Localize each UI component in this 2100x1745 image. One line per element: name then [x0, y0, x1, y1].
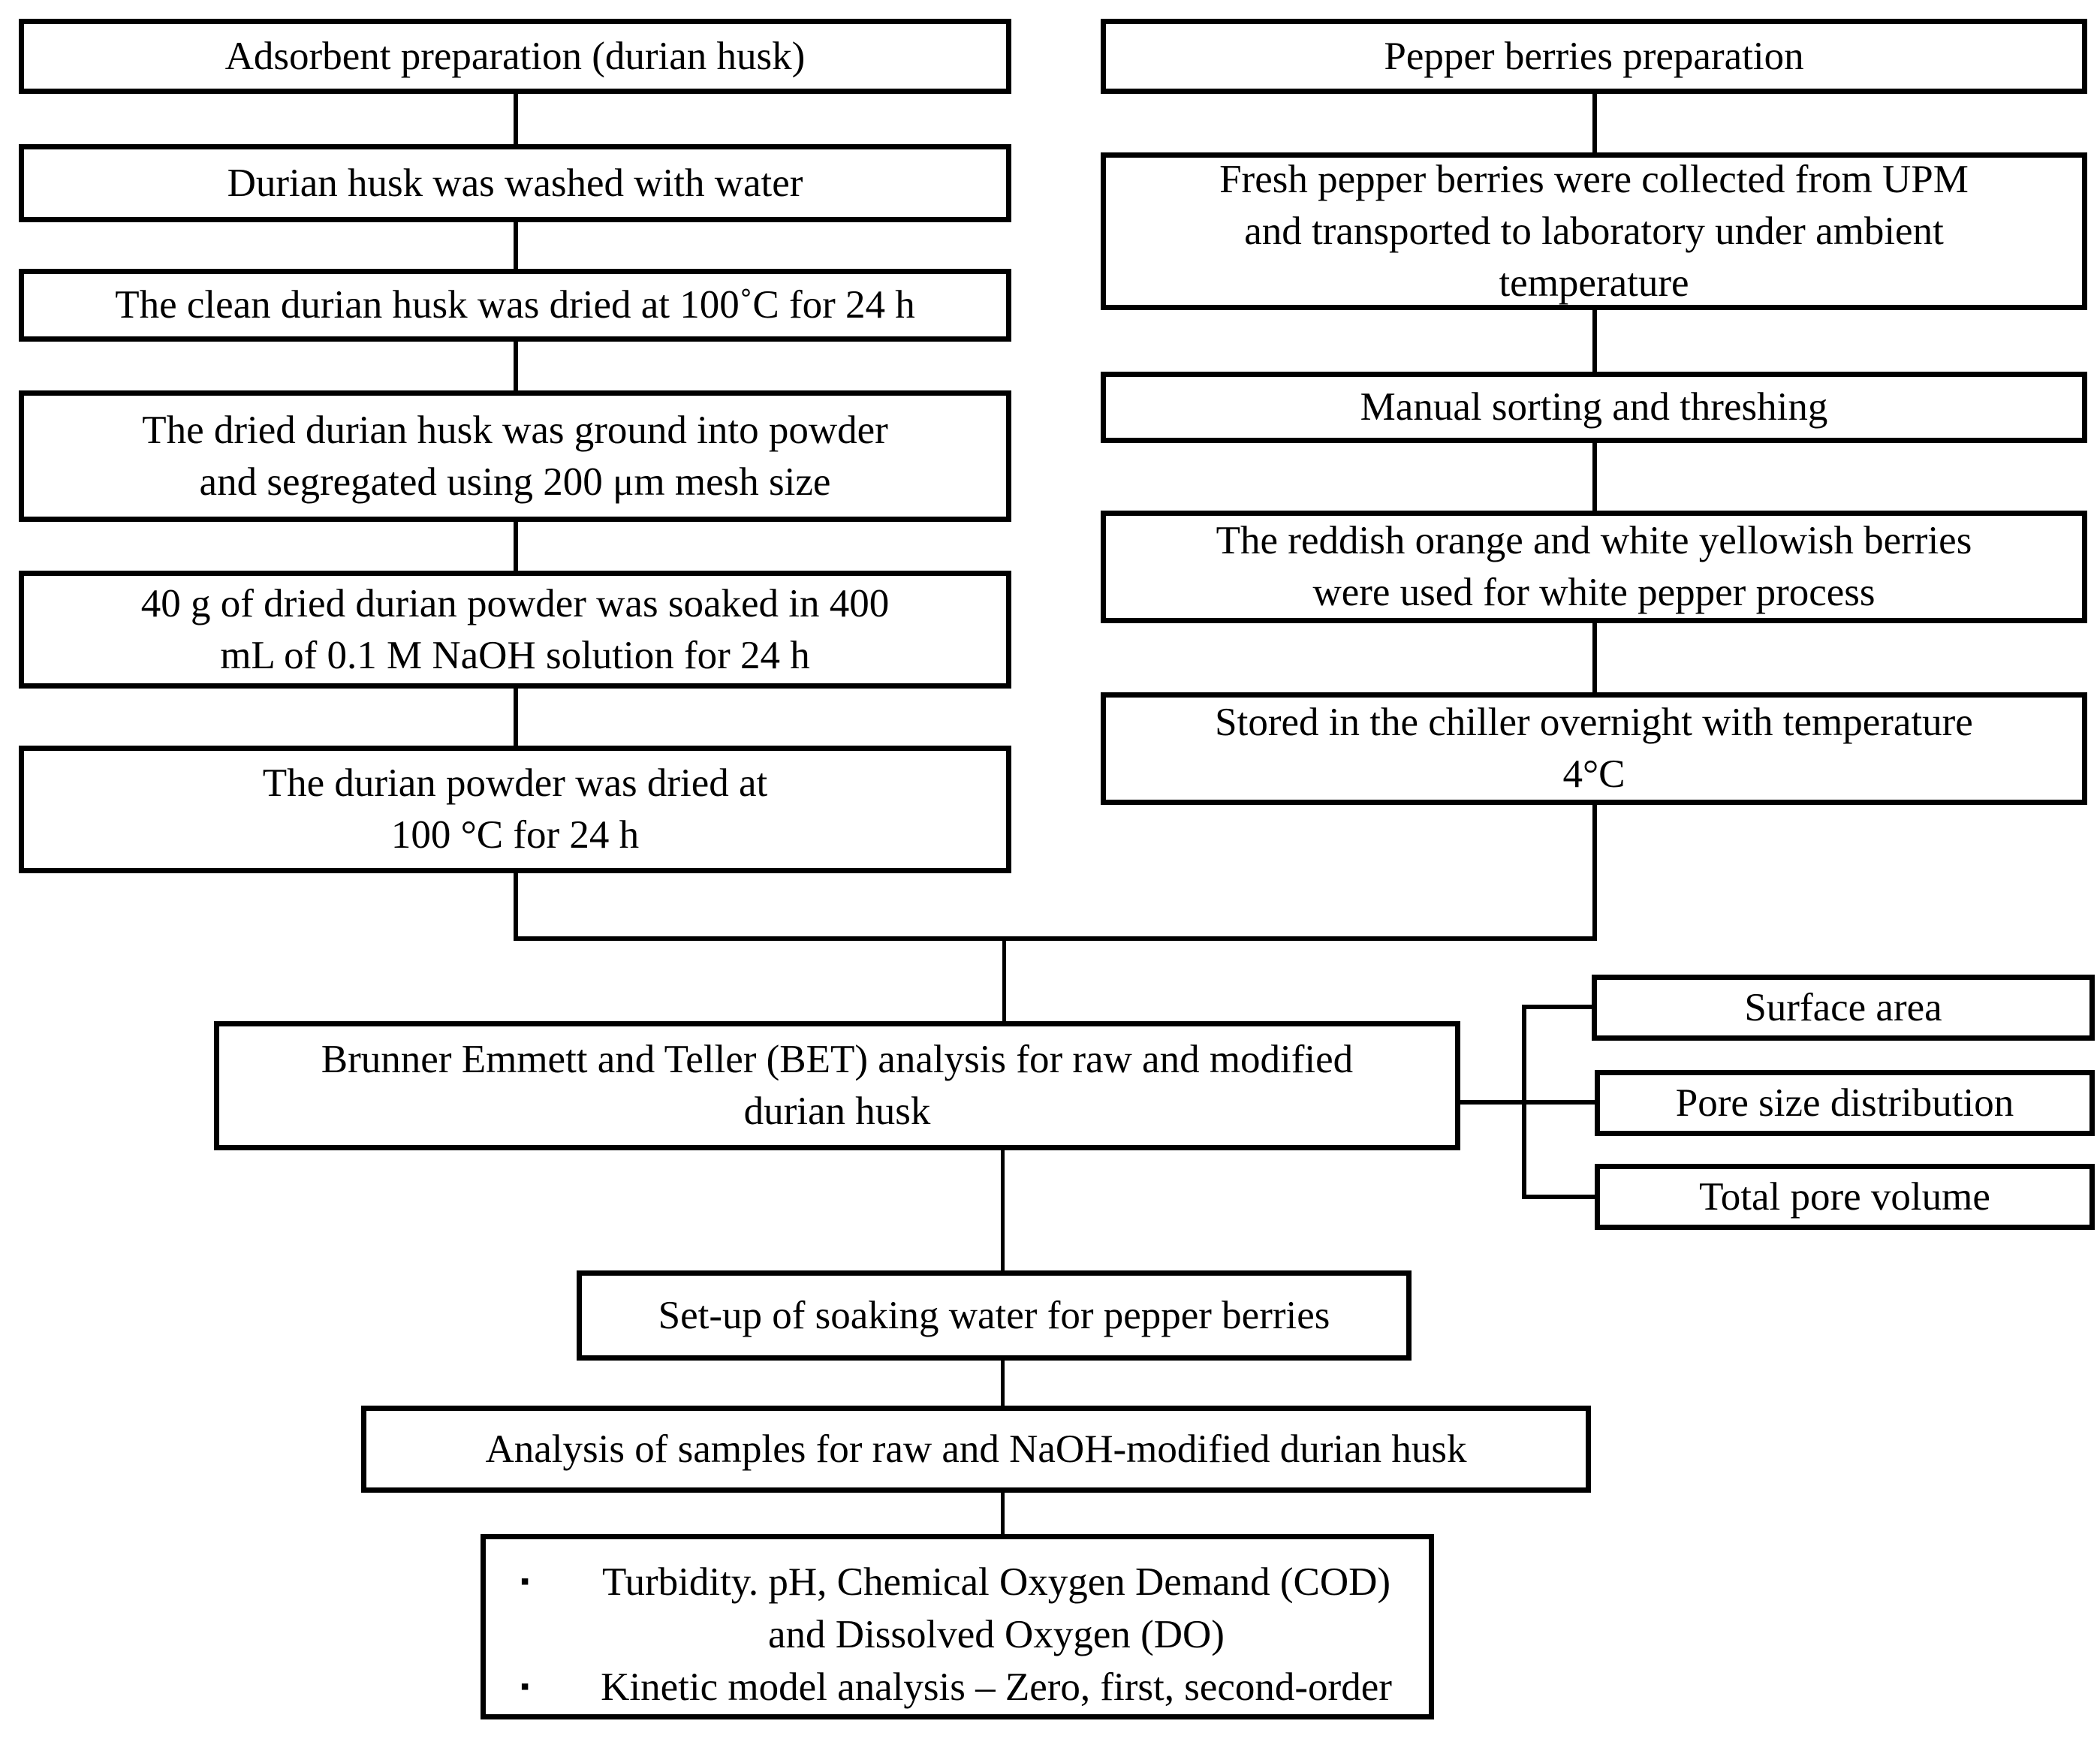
box-powder-dried: The durian powder was dried at 100 °C fo… [19, 746, 1011, 873]
box-surface-area: Surface area [1592, 975, 2095, 1041]
box-stored-chiller: Stored in the chiller overnight with tem… [1101, 692, 2087, 805]
bullet-square-icon: ▪ [520, 1673, 530, 1701]
connector-l2-l3 [514, 222, 518, 269]
box-berries-selected: The reddish orange and white yellowish b… [1101, 511, 2087, 623]
box-label: Pepper berries preparation [1384, 34, 1804, 78]
connector-bet-to-bracket [1460, 1100, 1595, 1105]
connector-bracket-vertical [1522, 1005, 1526, 1199]
connector-r2-r3 [1592, 310, 1597, 372]
box-label: Manual sorting and threshing [1360, 385, 1828, 429]
box-pore-size: Pore size distribution [1595, 1070, 2095, 1136]
connector-merge-to-bet [1002, 941, 1006, 1021]
box-label: Durian husk was washed with water [227, 161, 803, 205]
box-label: Fresh pepper berries were collected from… [1219, 157, 1969, 305]
box-label: Total pore volume [1699, 1174, 1990, 1219]
box-label: The durian powder was dried at 100 °C fo… [262, 761, 768, 857]
box-label: Pore size distribution [1675, 1080, 2014, 1125]
box-label: 40 g of dried durian powder was soaked i… [140, 581, 890, 677]
connector-merge-horizontal [514, 936, 1597, 941]
box-soaking-setup: Set-up of soaking water for pepper berri… [577, 1270, 1412, 1361]
box-powder-soaked: 40 g of dried durian powder was soaked i… [19, 571, 1011, 689]
connector-soaking-to-analysis [1001, 1361, 1005, 1406]
box-label: The clean durian husk was dried at 100˚C… [115, 283, 915, 327]
box-label: Analysis of samples for raw and NaOH-mod… [485, 1427, 1467, 1471]
connector-l1-l2 [514, 94, 518, 144]
box-bet-analysis: Brunner Emmett and Teller (BET) analysis… [214, 1021, 1460, 1150]
box-sorting-threshing: Manual sorting and threshing [1101, 372, 2087, 443]
connector-r1-r2 [1592, 94, 1597, 152]
connector-analysis-to-results [1001, 1493, 1005, 1534]
box-label: Stored in the chiller overnight with tem… [1215, 701, 1973, 796]
box-results: ▪ Turbidity. pH, Chemical Oxygen Demand … [481, 1534, 1434, 1719]
box-label: Brunner Emmett and Teller (BET) analysis… [321, 1038, 1354, 1133]
connector-r5-merge [1592, 805, 1597, 941]
box-husk-washed: Durian husk was washed with water [19, 144, 1011, 222]
connector-l3-l4 [514, 342, 518, 390]
box-label: Set-up of soaking water for pepper berri… [658, 1293, 1330, 1337]
connector-bracket-surface-area [1526, 1005, 1592, 1009]
box-label: The reddish orange and white yellowish b… [1216, 519, 1972, 614]
results-item-parameters: ▪ Turbidity. pH, Chemical Oxygen Demand … [505, 1556, 1403, 1661]
results-item-label: Turbidity. pH, Chemical Oxygen Demand (C… [601, 1560, 1391, 1656]
bullet-square-icon: ▪ [520, 1568, 530, 1596]
box-label: Adsorbent preparation (durian husk) [224, 34, 806, 78]
connector-bet-to-soaking [1001, 1150, 1005, 1270]
box-adsorbent-preparation: Adsorbent preparation (durian husk) [19, 19, 1011, 94]
box-label: Surface area [1744, 985, 1942, 1029]
box-pepper-preparation: Pepper berries preparation [1101, 19, 2087, 94]
connector-l6-merge [514, 873, 518, 941]
results-item-label: Kinetic model analysis – Zero, first, se… [601, 1665, 1392, 1709]
connector-r3-r4 [1592, 443, 1597, 511]
box-sample-analysis: Analysis of samples for raw and NaOH-mod… [361, 1406, 1591, 1493]
results-item-kinetics: ▪ Kinetic model analysis – Zero, first, … [505, 1661, 1403, 1713]
box-berries-collected: Fresh pepper berries were collected from… [1101, 152, 2087, 310]
box-husk-ground: The dried durian husk was ground into po… [19, 390, 1011, 522]
box-husk-dried: The clean durian husk was dried at 100˚C… [19, 269, 1011, 342]
box-label: The dried durian husk was ground into po… [142, 408, 888, 504]
connector-l5-l6 [514, 689, 518, 746]
connector-l4-l5 [514, 522, 518, 571]
connector-r4-r5 [1592, 623, 1597, 692]
box-pore-volume: Total pore volume [1595, 1164, 2095, 1230]
connector-bracket-pore-volume [1526, 1195, 1595, 1199]
